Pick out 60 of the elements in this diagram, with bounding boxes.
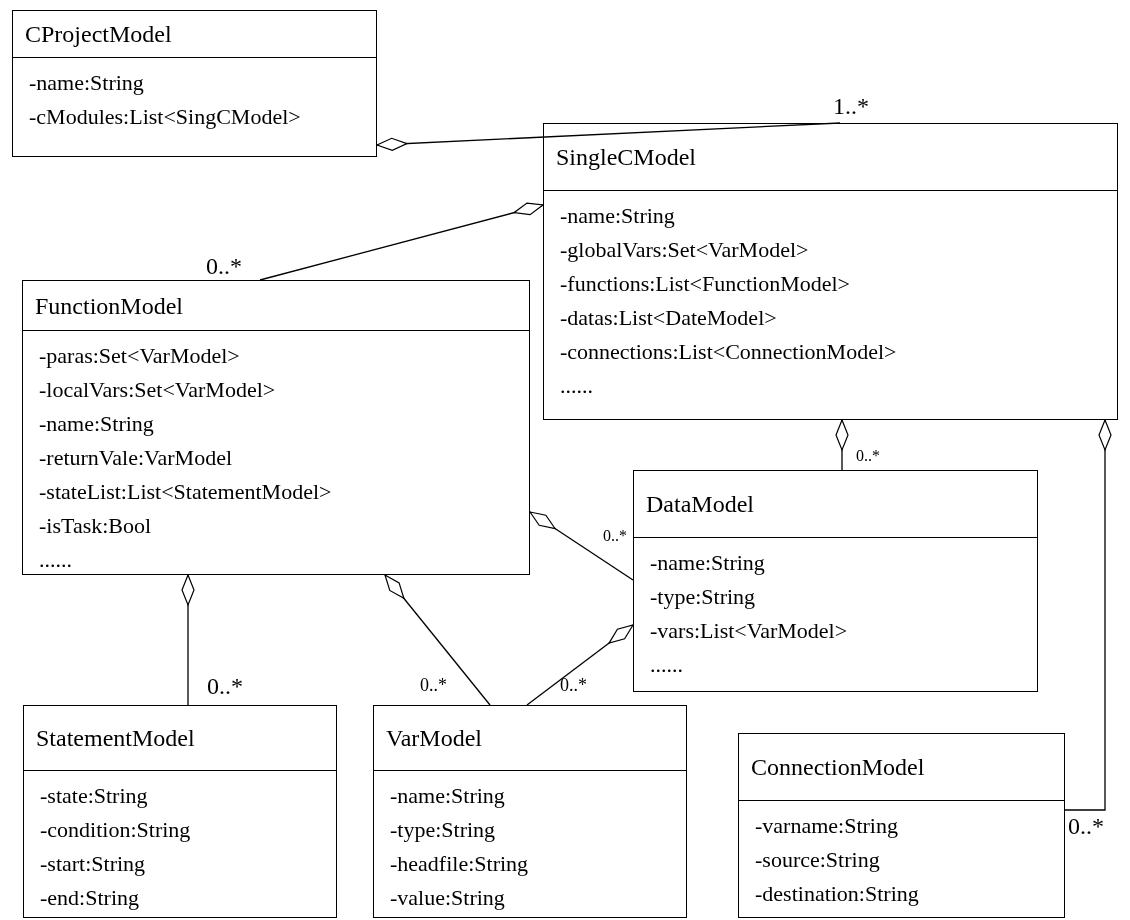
attribute-text: -returnVale:VarModel [39, 444, 233, 472]
aggregation-line [384, 574, 491, 706]
attribute-text: -start:String [40, 850, 146, 878]
attribute-text: ...... [650, 651, 683, 679]
attribute-text: -isTask:Bool [39, 512, 152, 540]
multiplicity-label: 0..* [603, 528, 627, 544]
attribute-text: -connections:List<ConnectionModel> [560, 338, 897, 366]
attribute-text: -destination:String [755, 880, 919, 908]
aggregation-line [376, 122, 841, 151]
class-box [373, 705, 687, 918]
attribute-text: -varname:String [755, 812, 898, 840]
attribute-text: ...... [39, 546, 72, 574]
aggregation-line [259, 202, 544, 281]
class-box [22, 280, 530, 575]
multiplicity-label: 0..* [856, 448, 880, 464]
aggregation-line [529, 511, 634, 581]
attribute-text: -name:String [29, 69, 144, 97]
class-box [543, 123, 1118, 420]
attribute-text: -functions:List<FunctionModel> [560, 270, 851, 298]
attribute-text: -state:String [40, 782, 148, 810]
attribute-text: -value:String [390, 884, 505, 912]
attribute-text: -localVars:Set<VarModel> [39, 376, 276, 404]
class-box [738, 733, 1065, 918]
multiplicity-label: 0..* [206, 254, 242, 278]
class-name: SingleCModel [556, 145, 696, 169]
class-box [23, 705, 337, 918]
attribute-text: -datas:List<DateModel> [560, 304, 777, 332]
attribute-text: -end:String [40, 884, 139, 912]
class-name: DataModel [646, 492, 754, 516]
multiplicity-label: 0..* [560, 676, 587, 694]
aggregation-line [526, 624, 634, 706]
multiplicity-label: 1..* [833, 94, 869, 118]
class-name: StatementModel [36, 726, 195, 750]
class-box [12, 10, 377, 157]
attribute-text: -name:String [560, 202, 675, 230]
class-name: ConnectionModel [751, 755, 925, 779]
attribute-text: -name:String [390, 782, 505, 810]
attribute-text: -name:String [39, 410, 154, 438]
attribute-text: -name:String [650, 549, 765, 577]
class-name: CProjectModel [25, 22, 172, 46]
attribute-text: -headfile:String [390, 850, 529, 878]
attribute-text: -type:String [650, 583, 756, 611]
multiplicity-label: 0..* [207, 674, 243, 698]
attribute-text: -source:String [755, 846, 880, 874]
aggregation-line [835, 419, 849, 471]
attribute-text: -globalVars:Set<VarModel> [560, 236, 809, 264]
attribute-text: -paras:Set<VarModel> [39, 342, 240, 370]
aggregation-line [1064, 419, 1112, 811]
class-name: VarModel [386, 726, 482, 750]
attribute-text: -type:String [390, 816, 496, 844]
multiplicity-label: 0..* [420, 676, 447, 694]
class-box [633, 470, 1038, 692]
attribute-text: -vars:List<VarModel> [650, 617, 848, 645]
attribute-text: -condition:String [40, 816, 191, 844]
class-name: FunctionModel [35, 293, 183, 318]
attribute-text: ...... [560, 372, 593, 400]
attribute-text: -cModules:List<SingCModel> [29, 103, 301, 131]
attribute-text: -stateList:List<StatementModel> [39, 478, 332, 506]
aggregation-line [181, 574, 195, 706]
multiplicity-label: 0..* [1068, 814, 1104, 838]
